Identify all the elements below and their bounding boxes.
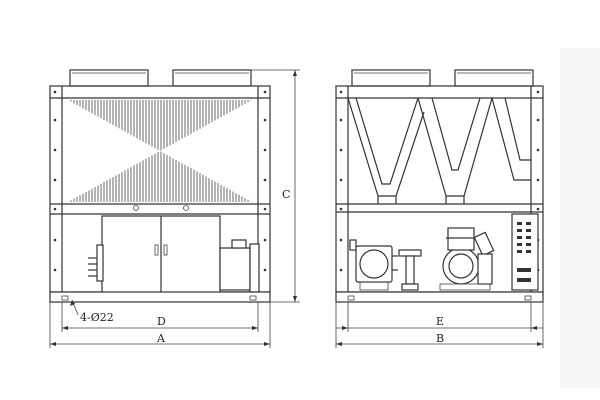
filter-drier [398,249,422,291]
side-view: E B [335,69,544,348]
dimension-a-label: A [156,332,166,345]
anchor-hole-callout: 4-Ø22 [70,299,114,324]
dimension-a: A [49,302,271,348]
front-frame-bolts [53,90,267,272]
dimension-c: C [251,69,300,303]
dimension-e: E [336,302,543,332]
dimension-e-label: E [436,315,444,328]
dimension-b-label: B [436,332,444,345]
front-fan-right [172,69,252,87]
front-fan-left [69,69,149,87]
front-pipe-connections [88,244,104,282]
side-fan-left [351,69,431,87]
right-edge-panel [560,48,600,388]
side-base-skid [335,291,544,303]
front-base-skid [49,291,271,303]
evaporator [349,239,398,291]
anchor-holes-label: 4-Ø22 [80,311,114,324]
front-view: 4-Ø22 D A C [49,69,300,348]
front-coil-grille [70,100,252,202]
front-compressor-end [219,239,260,297]
dimension-b: B [335,302,544,348]
side-fan-right [454,69,534,87]
electrical-cabinet [101,205,221,294]
dimension-d: D [61,302,259,332]
control-panel [511,213,539,291]
dimension-c-label: C [282,188,290,201]
dimension-d-label: D [157,315,166,328]
side-v-coils [347,97,531,204]
compressor [439,227,495,291]
